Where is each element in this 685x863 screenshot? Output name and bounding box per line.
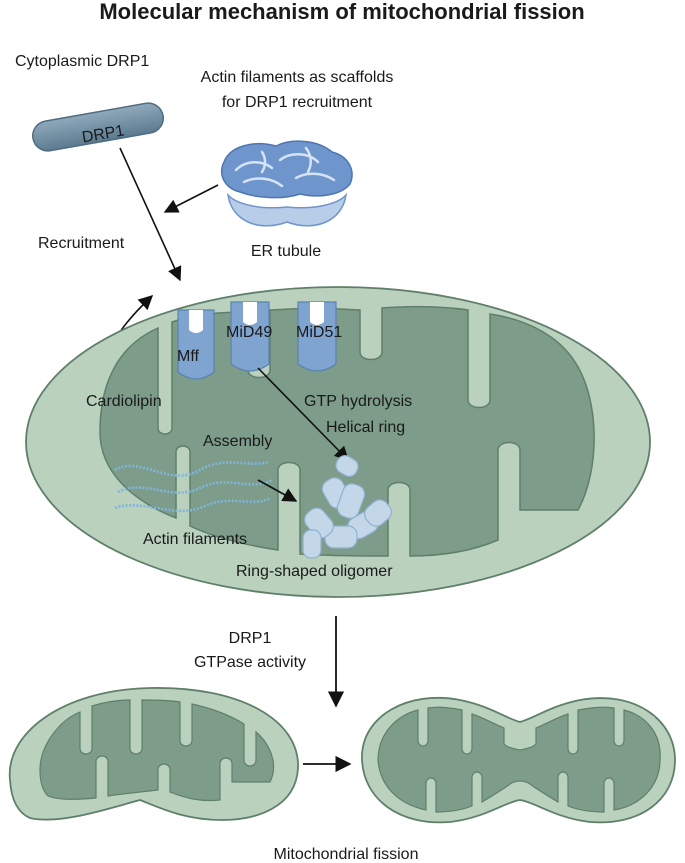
actin-to-ring-arrow xyxy=(257,479,298,502)
assembly-label: Assembly xyxy=(203,433,272,450)
mitochondrion-during-fission xyxy=(361,696,676,824)
drp1-activity-label-2: GTPase activity xyxy=(194,654,306,671)
er-to-drp1-arrow xyxy=(163,184,219,213)
drp1-rod xyxy=(32,102,164,152)
er-tubule-label: ER tubule xyxy=(251,243,321,260)
mid49-label: MiD49 xyxy=(226,324,272,341)
ring-oligomer-icon xyxy=(302,455,392,559)
drp1-activity-label-1: DRP1 xyxy=(229,630,272,647)
helical-ring-label: Helical ring xyxy=(326,419,405,436)
cytoplasmic-drp1-label: Cytoplasmic DRP1 xyxy=(15,53,149,70)
er-tubule-icon xyxy=(220,140,353,227)
mitochondrion-before-fission xyxy=(8,687,299,821)
diagram-title: Molecular mechanism of mitochondrial fis… xyxy=(99,0,584,24)
mid51-receptor xyxy=(297,301,337,372)
mid49-to-ring-arrow xyxy=(257,367,350,462)
mff-label: Mff xyxy=(177,348,199,365)
actin-filaments-label: Actin filaments xyxy=(143,531,247,548)
mff-receptor xyxy=(177,309,215,380)
cardiolipin-label: Cardiolipin xyxy=(86,393,162,410)
drp1-to-mito-arrow xyxy=(119,147,182,282)
actin-scaffold-label-2: for DRP1 recruitment xyxy=(222,94,373,111)
mid51-label: MiD51 xyxy=(296,324,342,341)
mitochondrial-fission-label: Mitochondrial fission xyxy=(274,846,419,863)
actin-filaments-icon xyxy=(114,460,273,513)
actin-scaffold-label-1: Actin filaments as scaffolds xyxy=(201,69,394,86)
mid49-receptor xyxy=(230,301,270,372)
gtp-hydrolysis-label: GTP hydrolysis xyxy=(304,393,412,410)
recruitment-label: Recruitment xyxy=(38,235,125,252)
ring-oligomer-label: Ring-shaped oligomer xyxy=(236,563,393,580)
